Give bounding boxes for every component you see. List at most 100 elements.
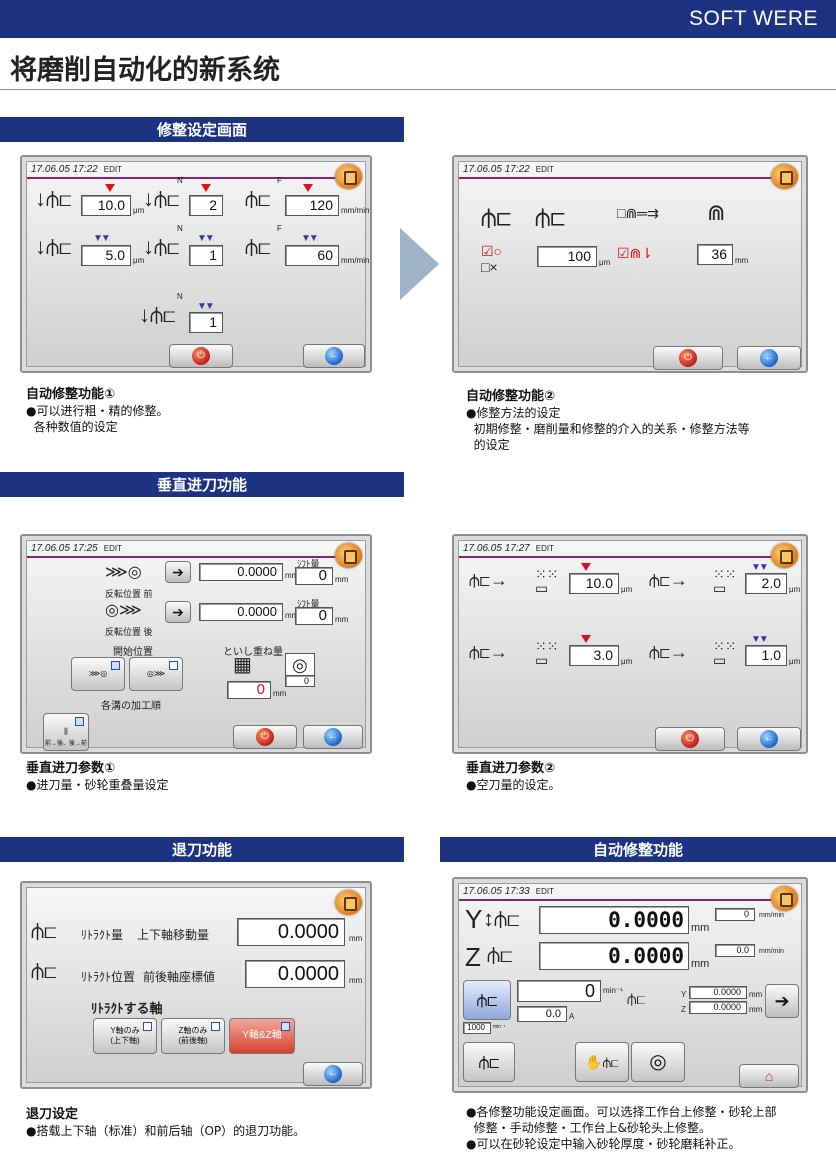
method-selected-icon[interactable]: ☑⋒⇂ [617, 245, 654, 261]
y-axis-icon: ↕⫛⊏ [483, 906, 520, 931]
spindle-amp-field[interactable]: 0.0 [517, 1006, 567, 1022]
shift-back-field[interactable]: 0 [295, 607, 333, 625]
return-button[interactable]: ← [303, 1062, 363, 1086]
spindle-rpm-field[interactable]: 0 [517, 980, 601, 1002]
section-header-retract: 退刀功能 [0, 837, 404, 862]
hand-dress-button[interactable]: ✋⫛⊏ [575, 1042, 629, 1082]
back-button[interactable]: ⏻ [655, 727, 725, 751]
screen-retract: ⫛⊏ ﾘﾄﾗｸﾄ量 上下軸移動量 0.0000 mm ⫛⊏ ﾘﾄﾗｸﾄ位置 前後… [20, 881, 372, 1089]
lock-icon[interactable] [335, 543, 362, 568]
overlap-icon: ▦ [233, 654, 252, 676]
order-button[interactable]: 前→後、後→前⫼ [43, 713, 89, 751]
air-cut-2-field[interactable]: 2.0 [745, 573, 787, 594]
caption-4: 垂直进刀参数②●空刀量的设定。 [466, 761, 561, 792]
home-button[interactable]: ⌂ [739, 1064, 799, 1088]
manual-dress-button[interactable]: ⫛⊏ [463, 1042, 515, 1082]
workpiece-icon: ⁙⁙▭ [535, 566, 559, 596]
z-axis-icon: ⫛⊏ [487, 942, 513, 967]
fine-depth-field[interactable]: 5.0 [81, 245, 131, 266]
return-button[interactable]: ← [303, 725, 363, 749]
coarse-count-field[interactable]: 2 [189, 195, 223, 216]
wheel-icon: ◎ [649, 1051, 667, 1073]
wheel-icon: ◎ [285, 653, 315, 677]
retract-y-only-button[interactable]: Y軸のみ (上下軸) [93, 1018, 157, 1054]
page-title: 将磨削自动化的新系统 [10, 55, 280, 86]
wheel-setting-button[interactable]: ◎ [631, 1042, 685, 1082]
fine-feed-field[interactable]: 60 [285, 245, 339, 266]
check-no-icon[interactable]: □× [481, 259, 498, 275]
start-front-button[interactable]: ⋙◎ [71, 657, 125, 691]
finish-count-field[interactable]: 1 [189, 312, 223, 333]
check-yes-icon[interactable]: ☑○ [481, 243, 503, 259]
fine-count-field[interactable]: 1 [189, 245, 223, 266]
method-option-icon[interactable]: □⋒═⇉ [617, 205, 659, 221]
feed-icon: ⫛⊏→ [469, 570, 508, 590]
coarse-depth-field[interactable]: 10.0 [81, 195, 131, 216]
retract-amount-field[interactable]: 0.0000 [237, 918, 345, 946]
caption-3: 垂直进刀参数①●进刀量・砂轮重叠量设定 [26, 761, 169, 792]
interval-field[interactable]: 36 [697, 244, 733, 265]
teach-back-button[interactable]: ➔ [165, 601, 191, 623]
coarse-marker-icon [105, 184, 115, 192]
start-back-button[interactable]: ◎⋙ [129, 657, 183, 691]
back-position-field[interactable]: 0.0000 [199, 603, 283, 621]
dresser-position-icon: ⫛⊏ [627, 991, 646, 1008]
dresser-icon: ⫛⊏ [481, 202, 512, 232]
return-button[interactable]: ← [737, 727, 801, 751]
lock-icon[interactable] [335, 164, 362, 189]
dresser-y-field[interactable]: 0.0000 [689, 986, 747, 999]
shift-front-field[interactable]: 0 [295, 567, 333, 585]
wheel-offset-field[interactable]: 0 [285, 675, 315, 687]
retract-y-icon: ⫛⊏ [31, 918, 57, 943]
retract-position-field[interactable]: 0.0000 [245, 960, 345, 988]
retract-yz-button[interactable]: Y軸&Z軸 [229, 1018, 295, 1054]
fine-marker-icon: ▼▼ [93, 233, 111, 244]
teach-front-button[interactable]: ➔ [165, 561, 191, 583]
lock-icon[interactable] [771, 886, 798, 911]
dresser-feed-icon: ⫛⊏ [245, 186, 271, 211]
caption-6: ●各修整功能设定画面。可以选择工作台上修整・砂轮上部 修整・手动修整・工作台上&… [466, 1105, 777, 1151]
retract-z-only-button[interactable]: Z軸のみ (前後軸) [161, 1018, 225, 1054]
width-icon: ⋒ [707, 200, 726, 225]
arrow-right-icon: ➔ [774, 990, 790, 1011]
dresser-approach-icon: ⫛⊏ [535, 202, 566, 232]
air-cut-1-field[interactable]: 10.0 [569, 573, 619, 594]
initial-dress-field[interactable]: 100 [537, 246, 597, 267]
lock-icon[interactable] [771, 164, 798, 189]
return-button[interactable]: ← [737, 346, 801, 370]
hand-icon: ✋⫛⊏ [585, 1054, 619, 1070]
return-icon: ← [325, 347, 343, 365]
y-position-display: 0.0000 [539, 906, 689, 934]
section-header-vertical-feed: 垂直进刀功能 [0, 472, 404, 497]
section-header-dress-setting: 修整设定画面 [0, 117, 404, 142]
back-button[interactable]: ⏻ [169, 344, 233, 368]
caption-1: 自动修整功能①●可以进行粗・精的修整。 各种数值的设定 [26, 387, 169, 434]
overlap-field[interactable]: 0 [227, 681, 271, 699]
z-feed-field[interactable]: 0.0 [715, 944, 755, 957]
back-button[interactable]: ⏻ [233, 725, 297, 749]
top-banner: SOFT WERE [0, 0, 836, 38]
y-feed-field[interactable]: 0 [715, 908, 755, 921]
lock-icon[interactable] [771, 543, 798, 568]
wheel-speed-field[interactable]: 1000 [463, 1022, 491, 1034]
z-position-display: 0.0000 [539, 942, 689, 970]
coarse-feed-field[interactable]: 120 [285, 195, 339, 216]
wheel-front-icon: ⋙◎ [105, 564, 142, 581]
dresser-z-field[interactable]: 0.0000 [689, 1001, 747, 1014]
front-position-field[interactable]: 0.0000 [199, 563, 283, 581]
return-button[interactable]: ← [303, 344, 365, 368]
dresser-move-icon: ⫛⊏ [478, 1052, 500, 1072]
back-button[interactable]: ⏻ [653, 346, 723, 370]
lock-icon[interactable] [335, 890, 362, 915]
spindle-button[interactable]: ⫛⊏ [463, 980, 511, 1020]
air-cut-4-field[interactable]: 1.0 [745, 645, 787, 666]
air-cut-3-field[interactable]: 3.0 [569, 645, 619, 666]
teach-button[interactable]: ➔ [765, 984, 799, 1018]
arrow-right-icon: ➔ [172, 563, 184, 580]
